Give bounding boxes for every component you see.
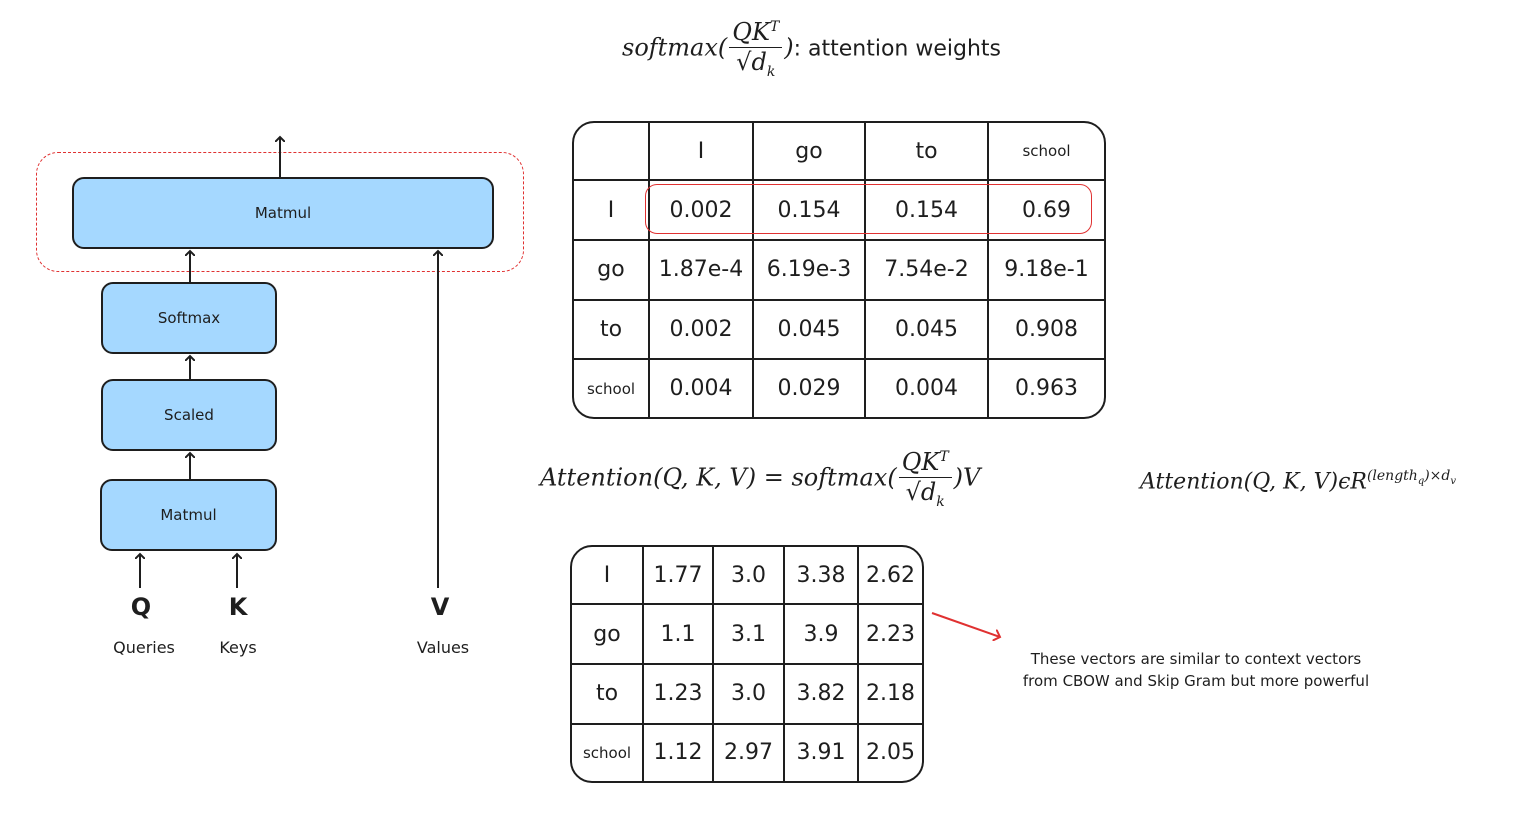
table-cell: 3.82: [783, 662, 859, 725]
dimension-sup-end: v: [1450, 475, 1457, 487]
table-cell: 0.002: [648, 179, 754, 242]
matmul-top-label: Matmul: [254, 204, 312, 222]
attention-denominator: √d: [905, 477, 937, 506]
attention-rhs: )V: [953, 463, 981, 492]
dimension-sup-sub: q: [1417, 475, 1425, 487]
row-highlight: [645, 184, 1092, 234]
table-cell: 0.045: [864, 298, 989, 361]
note-line-1: These vectors are similar to context vec…: [1030, 650, 1362, 668]
row-header: school: [572, 722, 644, 781]
table-cell: 0.154: [752, 179, 866, 242]
weights-label: : attention weights: [793, 36, 1001, 62]
table-cell: 3.0: [712, 547, 785, 606]
table-cell: 1.77: [642, 547, 714, 606]
table-cell: 0.004: [648, 358, 754, 417]
table-cell: 1.23: [642, 662, 714, 725]
close-paren: ): [784, 33, 794, 62]
table-corner-cell: [574, 123, 650, 182]
table-cell: 0.908: [987, 298, 1104, 361]
column-header: school: [987, 123, 1104, 182]
table-cell: 2.05: [857, 722, 922, 781]
attention-numerator-sup: T: [939, 449, 949, 465]
denominator: √d: [736, 47, 767, 76]
table-cell: 0.154: [864, 179, 989, 242]
table-cell: 3.91: [783, 722, 859, 781]
column-header: go: [752, 123, 866, 182]
numerator: QK: [732, 18, 770, 46]
row-header: to: [572, 662, 644, 725]
table-cell: 2.18: [857, 662, 922, 725]
table-cell: 2.62: [857, 547, 922, 606]
scaled-block: Scaled: [101, 379, 277, 451]
table-cell: 7.54e-2: [864, 239, 989, 301]
table-cell: 0.029: [752, 358, 866, 417]
row-header: school: [574, 358, 650, 417]
table-cell: 3.0: [712, 662, 785, 725]
table-cell: 0.045: [752, 298, 866, 361]
row-header: I: [572, 547, 644, 606]
table-row: to 1.23 3.0 3.82 2.18: [572, 662, 922, 725]
table-cell: 9.18e-1: [987, 239, 1104, 301]
table-row: to 0.002 0.045 0.045 0.908: [574, 298, 1104, 361]
softmax-block: Softmax: [101, 282, 277, 354]
table-cell: 3.9: [783, 603, 859, 665]
attention-output-table: I 1.77 3.0 3.38 2.62 go 1.1 3.1 3.9 2.23…: [570, 545, 924, 783]
dimension-sup-rest: )×d: [1424, 468, 1451, 484]
column-header: to: [864, 123, 989, 182]
table-cell: 1.87e-4: [648, 239, 754, 301]
attention-denominator-sub: k: [936, 493, 945, 510]
dimension-text: Attention(Q, K, V)ϵR: [1140, 469, 1367, 495]
table-cell: 0.004: [864, 358, 989, 417]
dimension-sup-base: (length: [1366, 468, 1418, 484]
table-cell: 6.19e-3: [752, 239, 866, 301]
matmul-bottom-label: Matmul: [160, 506, 217, 524]
row-header: I: [574, 179, 650, 242]
attention-lhs: Attention(Q, K, V) = softmax(: [540, 463, 897, 492]
dimension-sup: (lengthq)×dv: [1366, 468, 1457, 487]
table-row: go 1.87e-4 6.19e-3 7.54e-2 9.18e-1: [574, 239, 1104, 301]
table-cell: 0.002: [648, 298, 754, 361]
context-vectors-note: These vectors are similar to context vec…: [976, 648, 1416, 692]
q-letter: Q: [130, 593, 152, 621]
attention-weights-formula: softmax(QKT√dk): attention weights: [622, 18, 1001, 80]
table-row: school 1.12 2.97 3.91 2.05: [572, 722, 922, 781]
column-header: I: [648, 123, 754, 182]
softmax-label: Softmax: [157, 309, 221, 327]
table-row: school 0.004 0.029 0.004 0.963: [574, 358, 1104, 417]
denominator-sub: k: [766, 63, 776, 80]
note-arrow: [931, 612, 1000, 637]
table-cell: 1.1: [642, 603, 714, 665]
v-letter: V: [430, 593, 450, 621]
table-header-row: I go to school: [574, 123, 1104, 182]
row-header: to: [574, 298, 650, 361]
table-row: go 1.1 3.1 3.9 2.23: [572, 603, 922, 665]
keys-caption: Keys: [219, 638, 257, 657]
table-cell: 3.38: [783, 547, 859, 606]
attention-weights-table: I go to school I 0.002 0.154 0.154 0.69 …: [572, 121, 1106, 419]
dimension-formula: Attention(Q, K, V)ϵR(lengthq)×dv: [1140, 468, 1456, 494]
table-cell: 0.963: [987, 358, 1104, 417]
table-cell: 2.97: [712, 722, 785, 781]
attention-numerator: QK: [901, 448, 940, 476]
note-line-2: from CBOW and Skip Gram but more powerfu…: [1022, 672, 1370, 690]
table-cell: 1.12: [642, 722, 714, 781]
table-row: I 1.77 3.0 3.38 2.62: [572, 547, 922, 606]
attention-fraction: QKT√dk: [898, 448, 952, 510]
table-cell: 2.23: [857, 603, 922, 665]
matmul-bottom-block: Matmul: [100, 479, 277, 551]
row-header: go: [572, 603, 644, 665]
k-letter: K: [228, 593, 248, 621]
values-caption: Values: [416, 638, 470, 657]
softmax-func: softmax(: [622, 33, 728, 62]
scaled-label: Scaled: [164, 406, 214, 424]
fraction: QKT√dk: [729, 18, 783, 80]
table-cell: 3.1: [712, 603, 785, 665]
row-header: go: [574, 239, 650, 301]
queries-caption: Queries: [113, 638, 175, 657]
numerator-sup: T: [769, 19, 780, 35]
matmul-top-block: Matmul: [72, 177, 494, 249]
attention-formula: Attention(Q, K, V) = softmax(QKT√dk)V: [540, 448, 980, 510]
